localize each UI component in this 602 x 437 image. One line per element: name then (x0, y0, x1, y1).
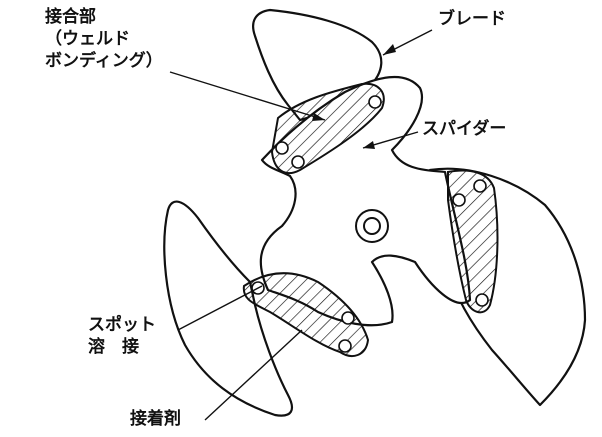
blade-left (163, 200, 293, 417)
joint-zone-top (270, 82, 385, 175)
label-blade: ブレード (438, 9, 506, 29)
label-adhesive: 接着剤 (130, 409, 181, 429)
label-joint: 接合部 （ウェルド ボンディング） (45, 6, 163, 72)
leader-arrowheads (312, 44, 396, 149)
label-joint-line2: （ウェルド (45, 29, 130, 49)
hub-inner (363, 217, 381, 235)
label-joint-line3: ボンディング） (45, 51, 163, 71)
label-spot-weld: スポット 溶 接 (88, 314, 156, 358)
label-spot-line1: スポット (88, 315, 156, 335)
label-joint-line1: 接合部 (45, 7, 96, 27)
label-spider: スパイダー (422, 119, 507, 139)
joint-zone-bottom (242, 272, 370, 357)
spot-welds (251, 95, 489, 353)
label-spot-line2: 溶 接 (88, 337, 139, 357)
